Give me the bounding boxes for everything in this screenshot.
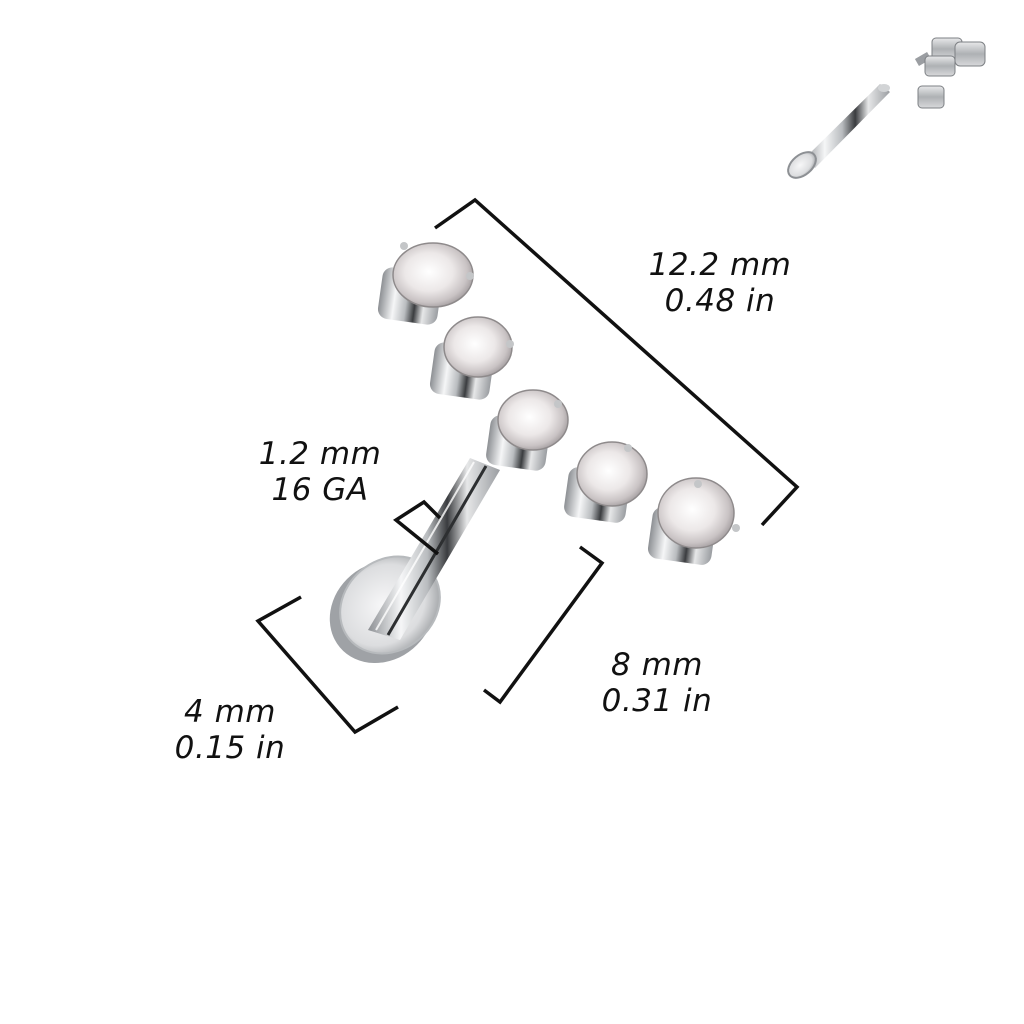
inset-exploded-view [787,37,986,179]
post-length-bracket [482,545,605,705]
post-length-metric: 8 mm [611,647,703,683]
disc-diameter-metric: 4 mm [184,694,276,730]
disc-diameter-bracket [255,595,399,735]
gem-4 [564,441,648,523]
gauge-metric: 1.2 mm [258,436,382,472]
post-length-imperial: 0.31 in [601,683,713,719]
top-length-bracket [433,197,800,527]
gem-bar-top [377,242,740,565]
top-length-metric: 12.2 mm [648,247,792,283]
gauge-label: 1.2 mm 16 GA [240,436,400,508]
post-length-label: 8 mm 0.31 in [582,647,732,719]
top-length-imperial: 0.48 in [664,283,776,319]
gem-5 [647,477,740,565]
gem-2 [429,316,514,400]
gauge-bracket [393,499,442,556]
gem-1 [377,242,474,325]
disc-diameter-label: 4 mm 0.15 in [160,694,300,766]
disc-diameter-imperial: 0.15 in [174,730,286,766]
gauge-imperial: 16 GA [271,472,369,508]
gem-3 [486,389,569,471]
dimension-brackets [255,197,800,735]
top-length-label: 12.2 mm 0.48 in [630,247,810,319]
